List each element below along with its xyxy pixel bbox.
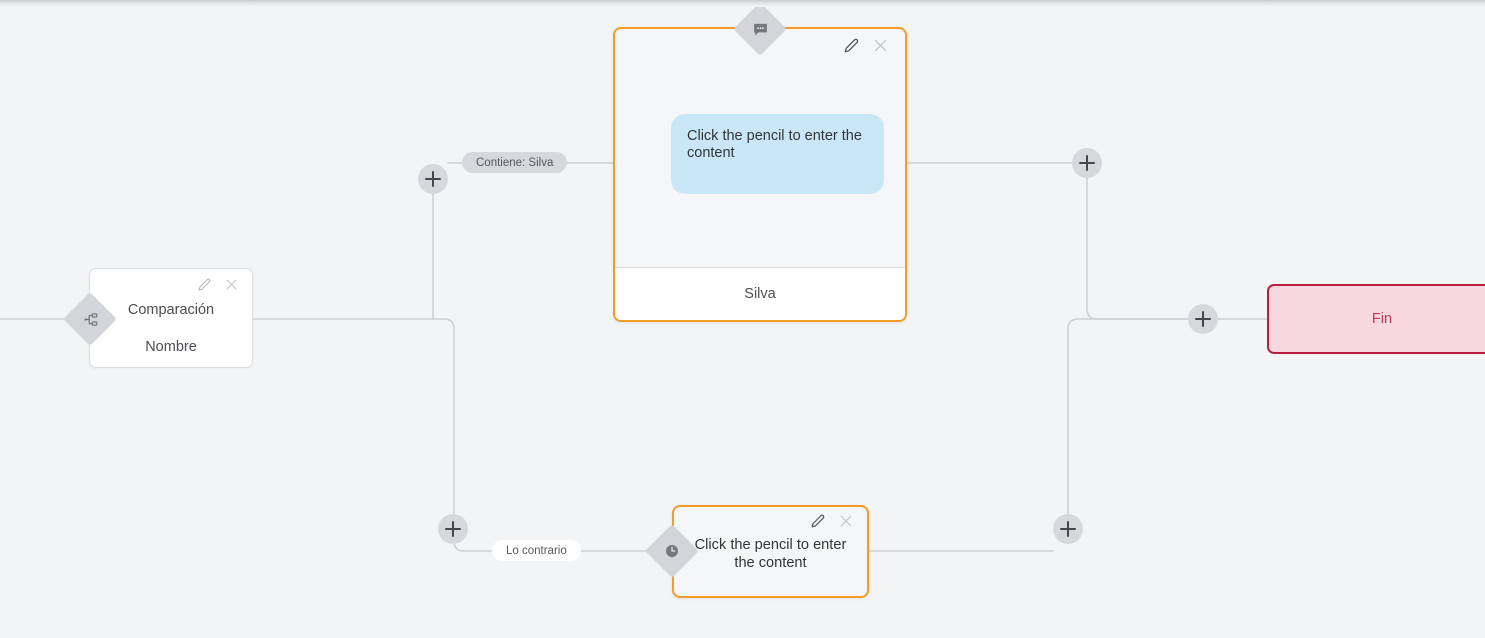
close-icon[interactable] <box>839 514 853 528</box>
pencil-icon[interactable] <box>844 38 859 53</box>
branch-icon <box>71 300 109 338</box>
node-comparison-subtitle: Nombre <box>145 339 197 356</box>
message-bubble[interactable]: Click the pencil to enter the content <box>671 114 884 194</box>
edge-label-condition-true[interactable]: Contiene: Silva <box>462 152 568 173</box>
add-node-button-before-end[interactable] <box>1188 304 1218 334</box>
node-end[interactable]: Fin <box>1267 284 1485 354</box>
node-message-top-badge[interactable] <box>733 2 787 56</box>
add-node-button-branch-true[interactable] <box>418 164 448 194</box>
close-icon[interactable] <box>225 278 238 291</box>
add-node-button-branch-false[interactable] <box>438 514 468 544</box>
node-message-bottom-text: Click the pencil to enter the content <box>694 537 847 571</box>
pencil-icon[interactable] <box>811 514 825 528</box>
node-comparison-badge[interactable] <box>63 292 117 346</box>
edge-merge-top-down <box>1086 177 1189 320</box>
node-message-top[interactable]: Click the pencil to enter the content Si… <box>613 27 907 322</box>
node-message-top-footer: Silva <box>615 267 905 320</box>
node-comparison[interactable]: Comparación Nombre <box>89 268 253 368</box>
edge-split-down <box>252 318 455 520</box>
add-node-button-after-message-bottom[interactable] <box>1053 514 1083 544</box>
clock-icon <box>653 532 691 570</box>
node-message-top-toolbar[interactable] <box>844 38 888 53</box>
node-comparison-toolbar[interactable] <box>198 278 238 291</box>
edge-merge-bottom-up <box>1067 318 1189 515</box>
pencil-icon[interactable] <box>198 278 211 291</box>
node-comparison-title: Comparación <box>127 302 215 318</box>
node-message-bottom-toolbar[interactable] <box>811 514 853 528</box>
node-message-bottom[interactable]: Click the pencil to enter the content <box>672 505 869 598</box>
speech-bubble-icon <box>741 10 779 48</box>
close-icon[interactable] <box>873 38 888 53</box>
edge-label-condition-false[interactable]: Lo contrario <box>492 540 581 561</box>
add-node-button-after-message-top[interactable] <box>1072 148 1102 178</box>
node-message-bottom-badge[interactable] <box>645 524 699 578</box>
